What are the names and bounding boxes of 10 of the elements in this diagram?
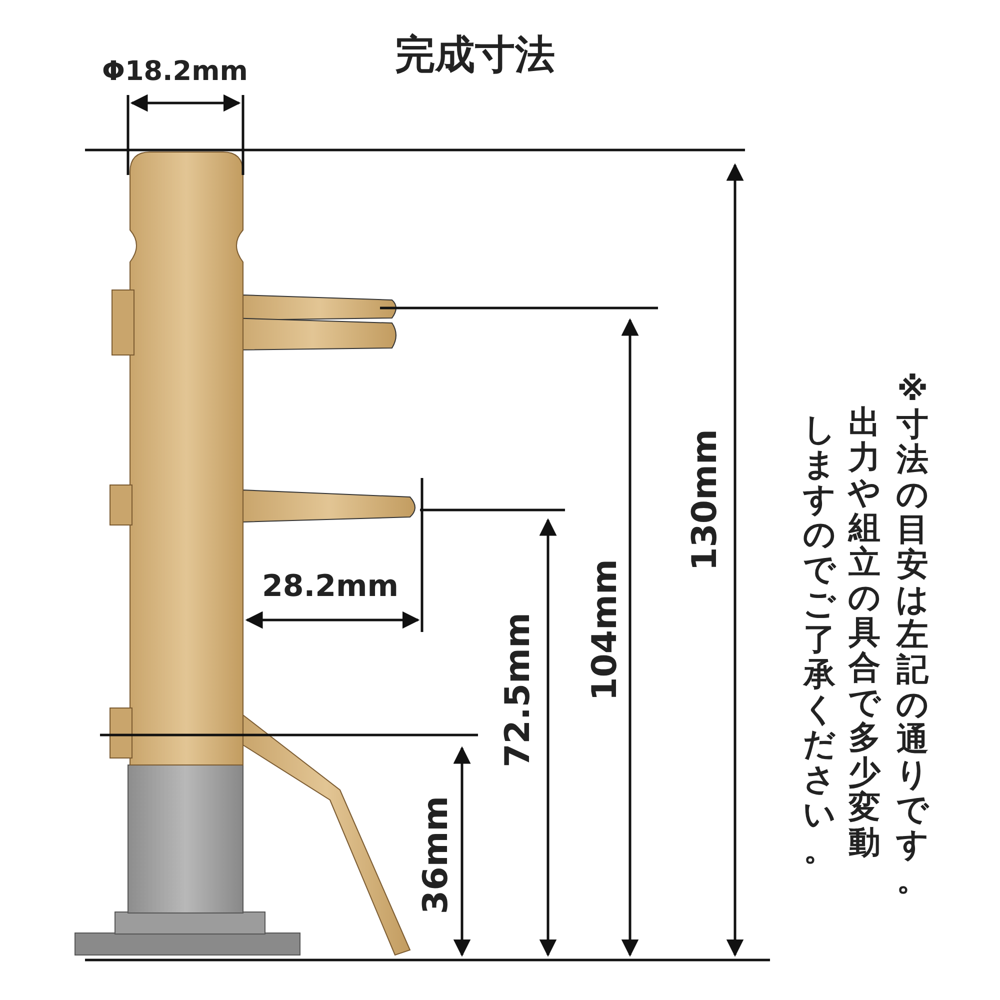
diagram-title: 完成寸法 — [395, 35, 555, 75]
dimension-label: 28.2mm — [262, 572, 399, 602]
dimension-label: 72.5mm — [501, 612, 535, 768]
note-text: 出力や組立の具合で多少変動 — [846, 405, 882, 860]
dimension-label: Φ18.2mm — [102, 58, 248, 85]
note-text: ※寸法の目安は左記の通りです。 — [894, 372, 930, 897]
dimension-label: 104mm — [588, 559, 622, 701]
note-text: しますのでご了承ください。 — [802, 412, 838, 867]
dimension-label: 36mm — [419, 796, 453, 914]
dimension-label: 130mm — [688, 429, 722, 571]
